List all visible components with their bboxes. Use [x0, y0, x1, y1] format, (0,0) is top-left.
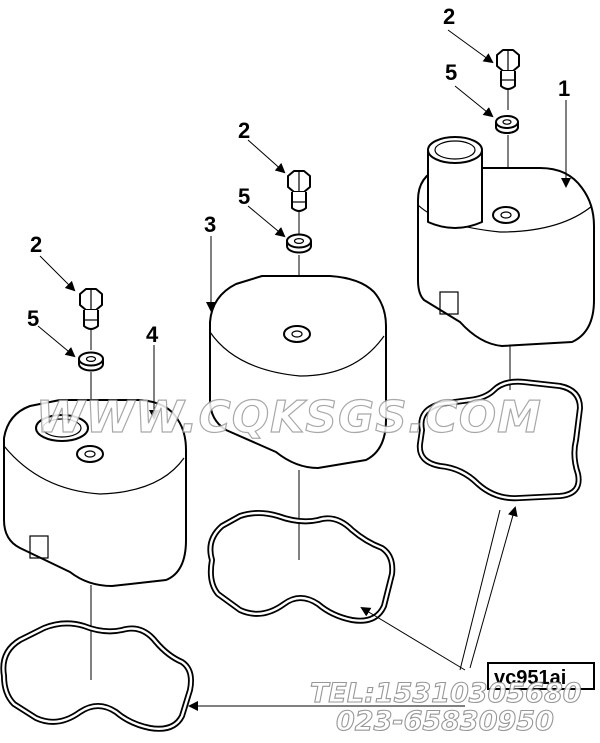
capscrew-left: [79, 288, 103, 330]
assembly-middle: [207, 170, 396, 624]
gasket-left: [0, 620, 194, 732]
callout-2-right: 2: [443, 4, 455, 29]
washer-middle: [286, 233, 312, 254]
rocker-cover-4: [3, 399, 187, 587]
drawing-code-box: vc951ai: [487, 662, 595, 690]
watermark-phone: TEL:15310305680: [310, 678, 582, 709]
capscrew-middle: [287, 170, 311, 212]
callout-5-right: 5: [445, 60, 457, 85]
capscrew-right: [496, 49, 520, 90]
callout-1: 1: [558, 76, 570, 101]
callout-2-middle: 2: [238, 118, 250, 143]
callout-4: 4: [146, 322, 159, 347]
callout-5-left: 5: [27, 306, 39, 331]
watermark-phone2: 023-65830950: [336, 706, 554, 737]
callout-3: 3: [204, 212, 216, 237]
callout-2-left: 2: [30, 232, 42, 257]
rocker-cover-3: [209, 275, 387, 469]
gasket-middle: [207, 510, 396, 624]
gasket-right: [416, 378, 583, 502]
washer-left: [78, 351, 104, 372]
callout-5-middle: 5: [238, 184, 250, 209]
drawing-code: vc951ai: [494, 667, 566, 689]
assembly-left: [0, 288, 194, 732]
assembly-right: [416, 49, 595, 502]
washer-right: [495, 115, 519, 134]
callout-arrows: [37, 29, 571, 711]
watermark-site: WWW.CQKSGS.COM: [36, 392, 542, 443]
callout-labels: 2 5 1 2 5 3 2 5 4: [27, 4, 570, 347]
rocker-cover-1: [417, 136, 595, 347]
